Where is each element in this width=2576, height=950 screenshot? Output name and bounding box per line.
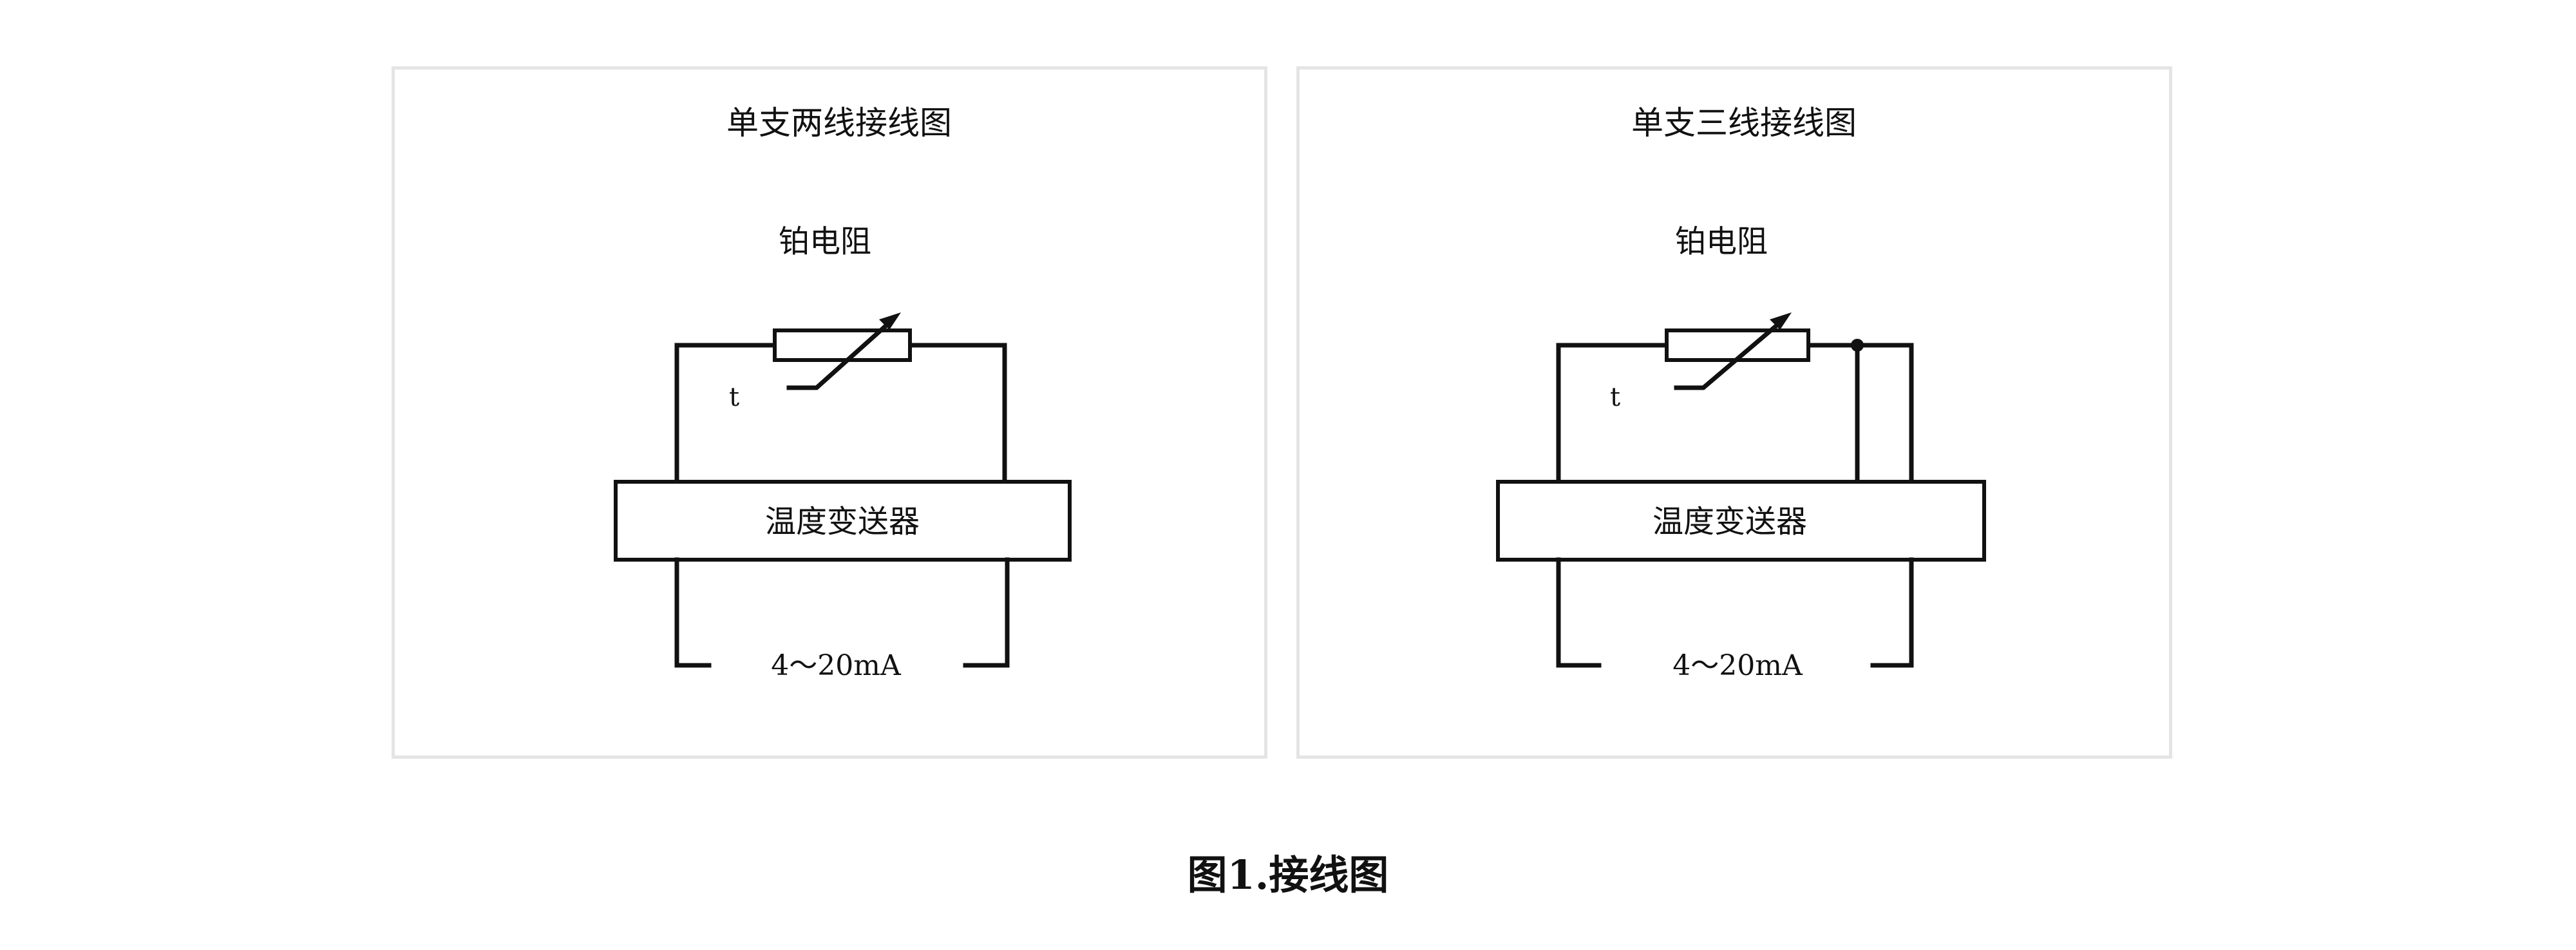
- three-wire-output-left: [1556, 557, 1602, 668]
- two-wire-title: 单支两线接线图: [726, 104, 952, 142]
- two-wire-transmitter-label: 温度变送器: [765, 504, 920, 540]
- three-wire-junction-dot: [1851, 339, 1864, 352]
- three-wire-left-lead: [1556, 343, 1669, 484]
- temperature-transmitter: [1496, 480, 1986, 562]
- two-wire-right-lead: [907, 343, 1007, 484]
- three-wire-resistor-label: 铂电阻: [1675, 223, 1768, 260]
- two-wire-diagram: 单支两线接线图 铂电阻 t 温度变送器 4～20mA: [614, 104, 1072, 682]
- two-wire-output-label: 4～20mA: [771, 649, 902, 682]
- three-wire-output-right: [1870, 557, 1914, 668]
- figure-caption: 图1.接线图: [1187, 851, 1389, 898]
- two-wire-temp-symbol: t: [729, 383, 739, 412]
- three-wire-output-label: 4～20mA: [1672, 649, 1803, 682]
- two-wire-diagram-panel: 单支两线接线图 铂电阻 t 温度变送器 4～20mA: [392, 66, 1267, 759]
- three-wire-transmitter-label: 温度变送器: [1653, 504, 1807, 540]
- two-wire-output-right: [963, 557, 1010, 668]
- three-wire-diagram-panel: 单支三线接线图 铂电阻 t 温度变送器 4～20mA: [1296, 66, 2172, 759]
- two-wire-thermal-arrow-shaft: [786, 319, 893, 390]
- two-wire-output-left: [674, 557, 712, 668]
- three-wire-arrow-head: [1770, 312, 1792, 330]
- two-wire-left-lead: [674, 343, 777, 484]
- three-wire-title: 单支三线接线图: [1631, 104, 1857, 142]
- three-wire-temp-symbol: t: [1610, 383, 1620, 412]
- two-wire-arrow-head: [879, 312, 901, 330]
- three-wire-diagram: 单支三线接线图 铂电阻 t 温度变送器 4～20mA: [1496, 104, 1986, 682]
- temperature-transmitter: [614, 480, 1072, 562]
- three-wire-thermal-arrow-shaft: [1674, 319, 1784, 390]
- three-wire-right-lead: [1806, 343, 1914, 484]
- platinum-resistor: [773, 328, 912, 362]
- platinum-resistor: [1665, 328, 1810, 362]
- two-wire-resistor-label: 铂电阻: [779, 223, 871, 260]
